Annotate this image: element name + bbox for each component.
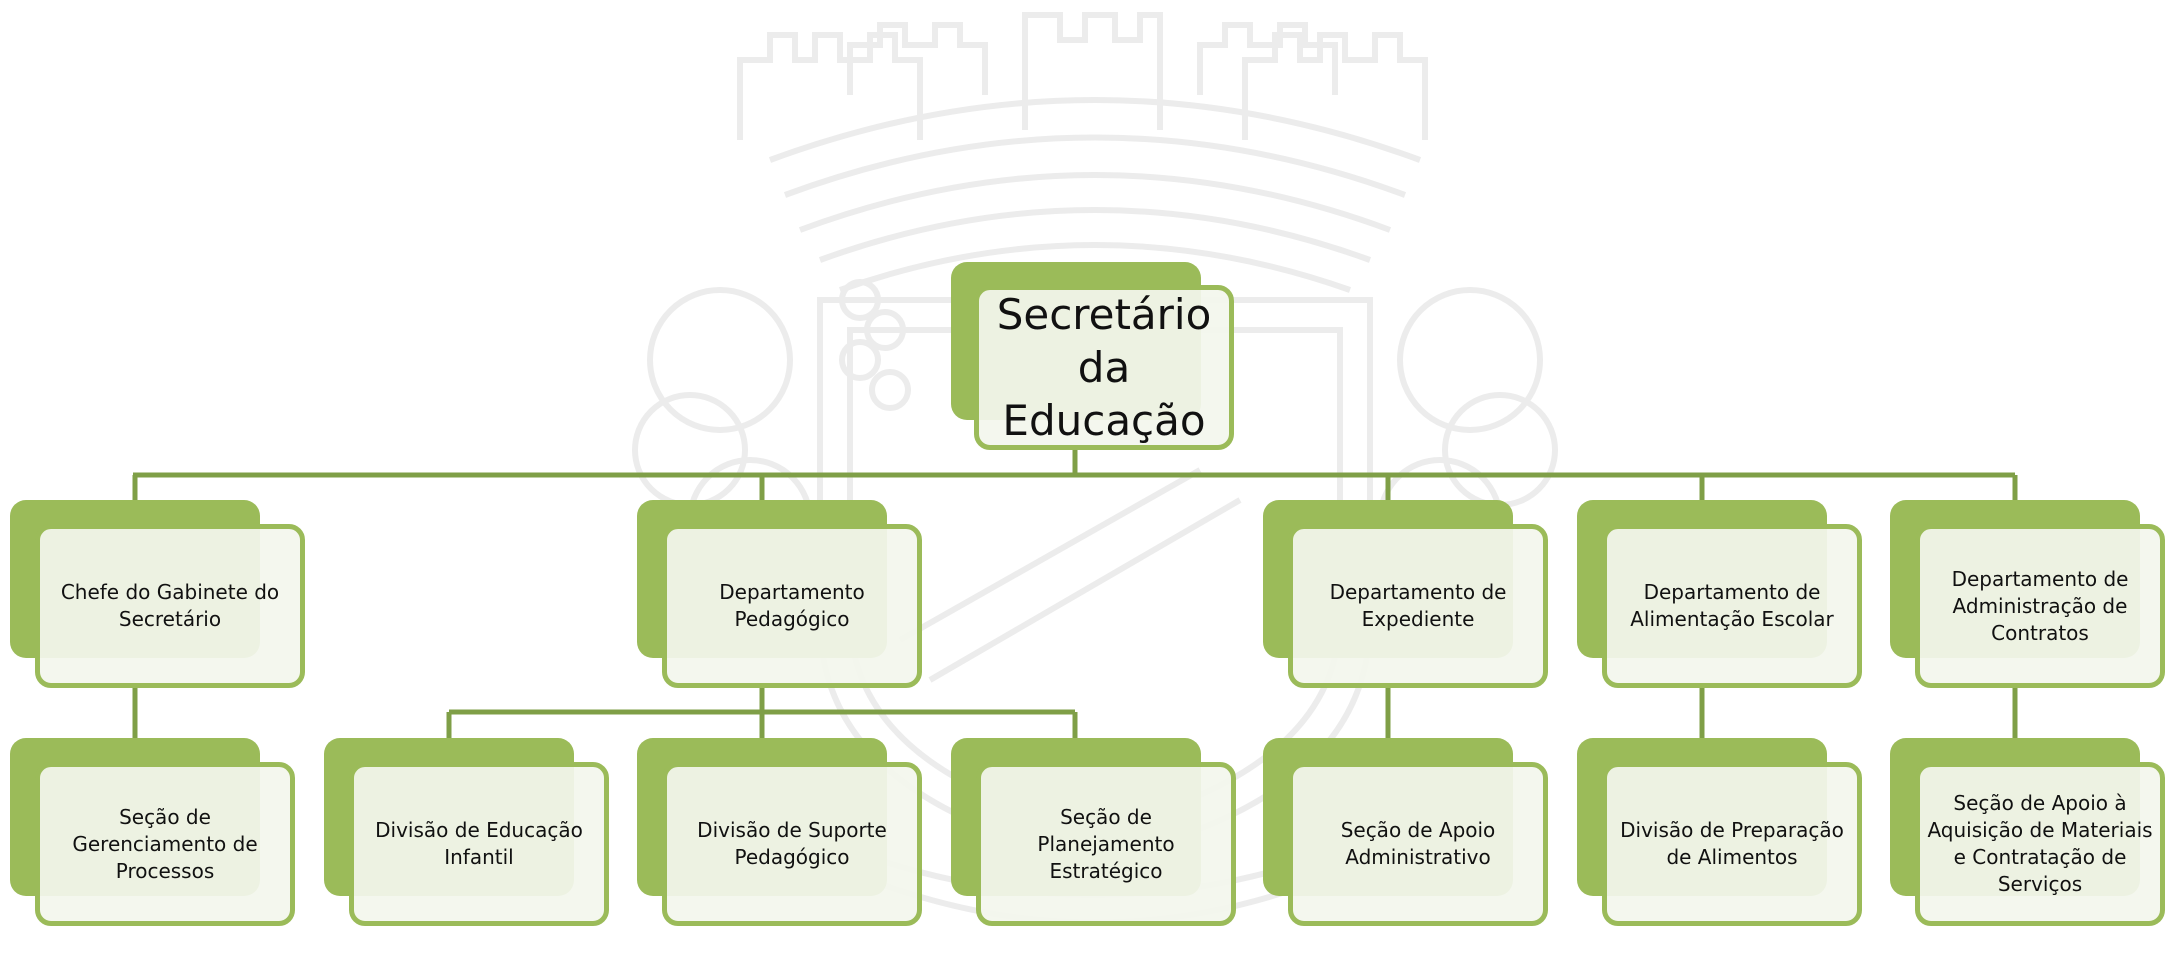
node-label: Departamento Pedagógico: [719, 580, 865, 631]
node-label: Divisão de Educação Infantil: [375, 818, 583, 869]
node-label: Chefe do Gabinete do Secretário: [60, 580, 280, 631]
node-label: Departamento de Administração de Contrat…: [1951, 566, 2129, 645]
node-label: Divisão de Preparação de Alimentos: [1620, 818, 1844, 869]
node-label: Departamento de Expediente: [1329, 580, 1507, 631]
node-label: Departamento de Alimentação Escolar: [1630, 580, 1834, 631]
node-label: Seção de Planejamento Estratégico: [1037, 804, 1175, 883]
node-label: Divisão de Suporte Pedagógico: [697, 818, 887, 869]
node-label: Seção de Gerenciamento de Processos: [72, 804, 258, 883]
node-label: Seção de Apoio à Aquisição de Materiais …: [1927, 791, 2153, 896]
node-label: Seção de Apoio Administrativo: [1340, 818, 1496, 869]
node-label: Secretário da Educação: [996, 290, 1212, 445]
